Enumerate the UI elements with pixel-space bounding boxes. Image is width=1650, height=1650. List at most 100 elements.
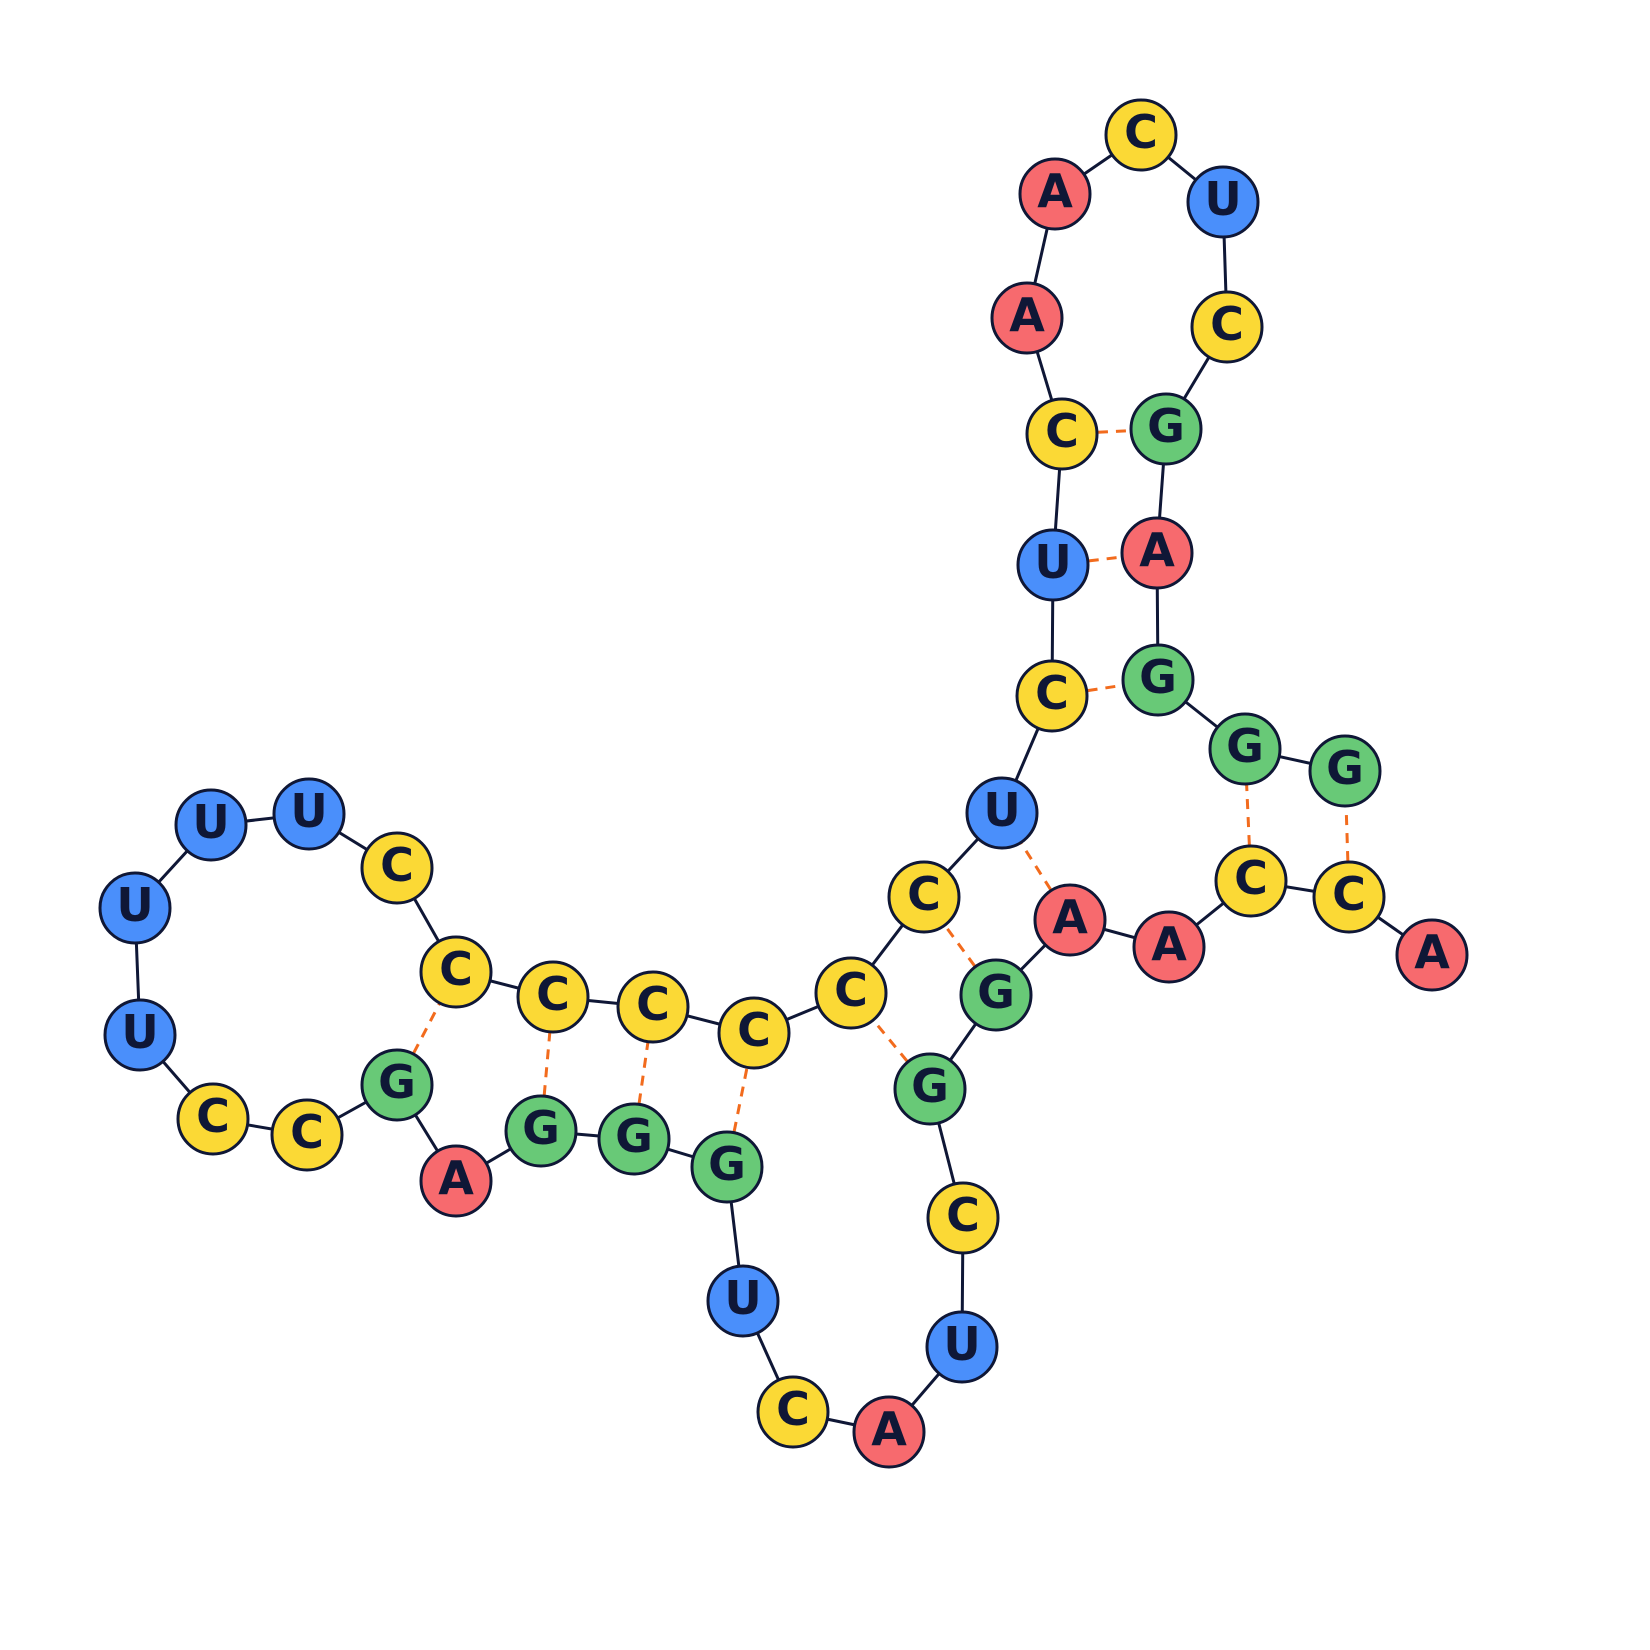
nucleotide-A: A (852, 1395, 926, 1469)
nucleotide-label: C (1045, 404, 1079, 458)
nucleotide-circle (360, 1048, 434, 1122)
nucleotide-circle (690, 1130, 764, 1204)
nucleotide-C: C (887, 860, 961, 934)
nucleotide-A: A (1132, 910, 1206, 984)
nucleotide-circle (270, 1098, 344, 1172)
nucleotide-C: C (1214, 844, 1288, 918)
nucleotide-label: U (121, 1005, 158, 1059)
nucleotide-label: C (1210, 297, 1244, 351)
nucleotide-A: A (1120, 516, 1194, 590)
nucleotide-C: C (1312, 860, 1386, 934)
nucleotide-G: G (1308, 734, 1382, 808)
nucleotide-circle (360, 831, 434, 905)
nucleotide-A: A (990, 281, 1064, 355)
nucleotide-label: C (1332, 867, 1366, 921)
nucleotide-circle (1395, 918, 1469, 992)
nucleotide-C: C (270, 1098, 344, 1172)
nucleotide-label: G (708, 1137, 746, 1191)
nucleotide-circle (756, 1375, 830, 1449)
nucleotide-G: G (1208, 712, 1282, 786)
nucleotide-circle (893, 1052, 967, 1126)
nucleotide-U: U (174, 788, 248, 862)
nucleotide-label: U (1204, 172, 1241, 226)
nucleotide-C: C (360, 831, 434, 905)
nucleotide-circle (419, 935, 493, 1009)
nucleotide-C: C (616, 970, 690, 1044)
nucleotide-label: A (1151, 917, 1187, 971)
nucleotide-label: G (1147, 399, 1185, 453)
nucleotide-label: A (1009, 288, 1045, 342)
nucleotide-C: C (1015, 659, 1089, 733)
nucleotide-circle (103, 998, 177, 1072)
nucleotide-U: U (706, 1264, 780, 1338)
nucleotide-circle (1016, 528, 1090, 602)
nucleotide-label: A (1037, 164, 1073, 218)
nucleotide-circle (717, 996, 791, 1070)
nucleotide-label: A (1414, 925, 1450, 979)
nucleotide-label: G (1226, 719, 1264, 773)
nucleotide-label: A (871, 1402, 907, 1456)
nucleotide-circle (925, 1310, 999, 1384)
nucleotide-label: C (1035, 666, 1069, 720)
nucleotide-circle (959, 958, 1033, 1032)
nucleotide-C: C (1025, 397, 1099, 471)
nucleotide-label: C (776, 1382, 810, 1436)
nucleotide-label: C (1124, 105, 1158, 159)
nucleotide-circle (852, 1395, 926, 1469)
nucleotide-label: C (834, 963, 868, 1017)
nucleotide-circle (887, 860, 961, 934)
nucleotide-G: G (959, 958, 1033, 1032)
nucleotide-circle (1018, 157, 1092, 231)
nucleotide-circle (1132, 910, 1206, 984)
nucleotide-circle (1190, 290, 1264, 364)
nucleotide-circle (1033, 883, 1107, 957)
nucleotide-C: C (1104, 98, 1178, 172)
nucleotide-C: C (926, 1181, 1000, 1255)
nucleotide-label: U (724, 1271, 761, 1325)
nucleotide-label: C (636, 977, 670, 1031)
nucleotide-G: G (893, 1052, 967, 1126)
nucleotide-circle (965, 776, 1039, 850)
nucleotide-label: U (983, 783, 1020, 837)
nucleotide-circle (176, 1082, 250, 1156)
nucleotide-circle (1308, 734, 1382, 808)
nucleotide-label: U (943, 1317, 980, 1371)
nucleotide-label: C (290, 1105, 324, 1159)
nucleotide-circle (1208, 712, 1282, 786)
nucleotide-C: C (1190, 290, 1264, 364)
nucleotide-circle (990, 281, 1064, 355)
nucleotide-label: C (946, 1188, 980, 1242)
nucleotide-U: U (272, 777, 346, 851)
nucleotide-circle (1121, 643, 1195, 717)
nucleotide-A: A (419, 1144, 493, 1218)
nucleotide-circle (706, 1264, 780, 1338)
nucleotide-label: A (438, 1151, 474, 1205)
nucleotide-A: A (1395, 918, 1469, 992)
nucleotide-circle (1129, 392, 1203, 466)
nucleotide-circle (1015, 659, 1089, 733)
nucleotide-label: G (1139, 650, 1177, 704)
nucleotide-circle (1025, 397, 1099, 471)
nucleotide-label: G (911, 1059, 949, 1113)
nucleotide-circle (516, 960, 590, 1034)
nucleotide-label: C (196, 1089, 230, 1143)
nucleotide-label: G (378, 1055, 416, 1109)
nucleotide-U: U (925, 1310, 999, 1384)
nucleotide-label: U (116, 878, 153, 932)
base-pair-links (395, 427, 1351, 1168)
nucleotide-U: U (103, 998, 177, 1072)
nucleotide-A: A (1033, 883, 1107, 957)
nucleotide-label: G (1326, 741, 1364, 795)
nucleotide-A: A (1018, 157, 1092, 231)
nucleotide-label: A (1139, 523, 1175, 577)
nucleotide-circle (1120, 516, 1194, 590)
nucleotide-C: C (176, 1082, 250, 1156)
nucleotide-circle (1104, 98, 1178, 172)
nucleotide-label: A (1052, 890, 1088, 944)
nucleotide-U: U (1186, 165, 1260, 239)
nucleotide-circle (616, 970, 690, 1044)
nucleotide-G: G (360, 1048, 434, 1122)
nucleotide-G: G (690, 1130, 764, 1204)
